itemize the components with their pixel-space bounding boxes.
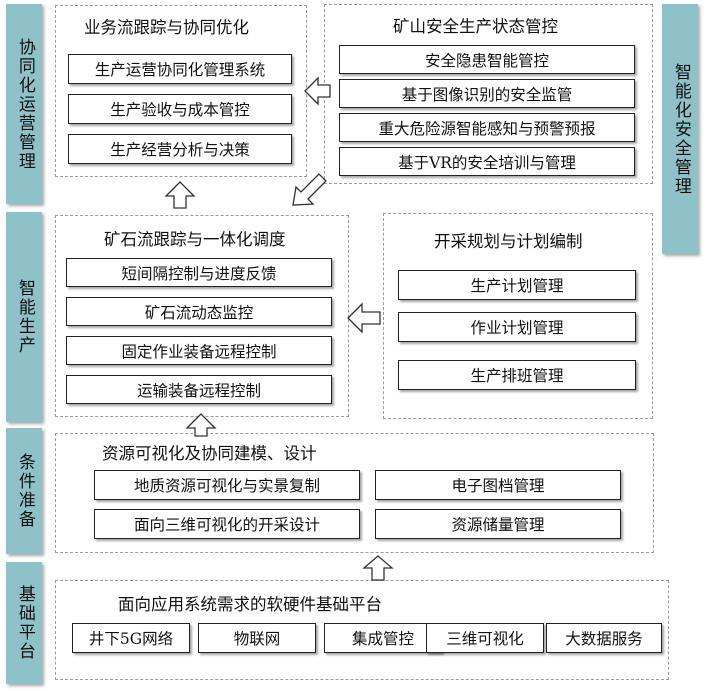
panel-mining-plan: 开采规划与计划编制 生产计划管理 作业计划管理 生产排班管理 — [383, 213, 653, 419]
panel-ore-flow: 矿石流跟踪与一体化调度 短间隔控制与进度反馈 矿石流动态监控 固定作业装备远程控… — [55, 215, 349, 417]
box-short-interval-control: 短间隔控制与进度反馈 — [66, 258, 332, 287]
panel-title: 资源可视化及协同建模、设计 — [102, 444, 317, 463]
panel-mine-safety: 矿山安全生产状态管控 安全隐患智能管控 基于图像识别的安全监管 重大危险源智能感… — [324, 4, 653, 184]
box-ore-flow-monitoring: 矿石流动态监控 — [66, 297, 332, 326]
box-electronic-drawings: 电子图档管理 — [375, 470, 621, 500]
side-label-base-platform: 基础平台 — [6, 562, 42, 684]
side-label-coordinated-operations: 协同化运营管理 — [6, 4, 42, 204]
box-integrated-control: 集成管控 — [324, 623, 442, 653]
box-image-recognition: 基于图像识别的安全监管 — [339, 79, 635, 108]
box-acceptance-cost: 生产验收与成本管控 — [68, 94, 292, 124]
panel-title: 开采规划与计划编制 — [434, 232, 583, 251]
box-vr-training: 基于VR的安全培训与管理 — [339, 147, 635, 176]
side-label-condition-preparation: 条件准备 — [6, 428, 42, 554]
box-fixed-equipment-remote: 固定作业装备远程控制 — [66, 336, 332, 365]
box-hazard-source-warning: 重大危险源智能感知与预警预报 — [339, 113, 635, 142]
box-transport-equipment-remote: 运输装备远程控制 — [66, 375, 332, 404]
side-label-smart-safety: 智能化安全管理 — [662, 4, 698, 254]
box-production-ops-system: 生产运营协同化管理系统 — [68, 54, 292, 84]
box-reserve-management: 资源储量管理 — [375, 509, 621, 539]
panel-title: 面向应用系统需求的软硬件基础平台 — [118, 595, 382, 614]
side-label-smart-production: 智能生产 — [6, 212, 42, 422]
panel-base-platform: 面向应用系统需求的软硬件基础平台 井下5G网络 物联网 集成管控 三维可视化 大… — [55, 580, 669, 680]
box-hazard-control: 安全隐患智能管控 — [339, 45, 635, 74]
box-business-analysis: 生产经营分析与决策 — [68, 134, 292, 164]
box-3d-visualization: 三维可视化 — [426, 623, 544, 653]
box-3d-mining-design: 面向三维可视化的开采设计 — [94, 509, 360, 539]
arrow-up-icon — [362, 555, 394, 581]
arrow-left-icon — [304, 76, 331, 106]
panel-resource-visualization: 资源可视化及协同建模、设计 地质资源可视化与实景复制 电子图档管理 面向三维可视… — [55, 433, 654, 553]
arrow-up-icon — [185, 413, 217, 437]
panel-business-flow: 业务流跟踪与协同优化 生产运营协同化管理系统 生产验收与成本管控 生产经营分析与… — [55, 5, 307, 177]
arrow-left-icon — [347, 302, 381, 334]
box-operation-plan: 作业计划管理 — [398, 312, 636, 342]
box-iot: 物联网 — [198, 623, 316, 653]
arrow-up-icon — [164, 181, 196, 209]
box-shift-scheduling: 生产排班管理 — [398, 360, 636, 390]
box-big-data: 大数据服务 — [546, 623, 662, 653]
panel-title: 业务流跟踪与协同优化 — [84, 18, 249, 37]
box-production-plan: 生产计划管理 — [398, 270, 636, 300]
box-geology-visualization: 地质资源可视化与实景复制 — [94, 470, 360, 500]
box-underground-5g: 井下5G网络 — [72, 623, 190, 653]
panel-title: 矿山安全生产状态管控 — [393, 17, 558, 36]
arrow-down-left-icon — [292, 173, 327, 206]
panel-title: 矿石流跟踪与一体化调度 — [104, 230, 286, 249]
